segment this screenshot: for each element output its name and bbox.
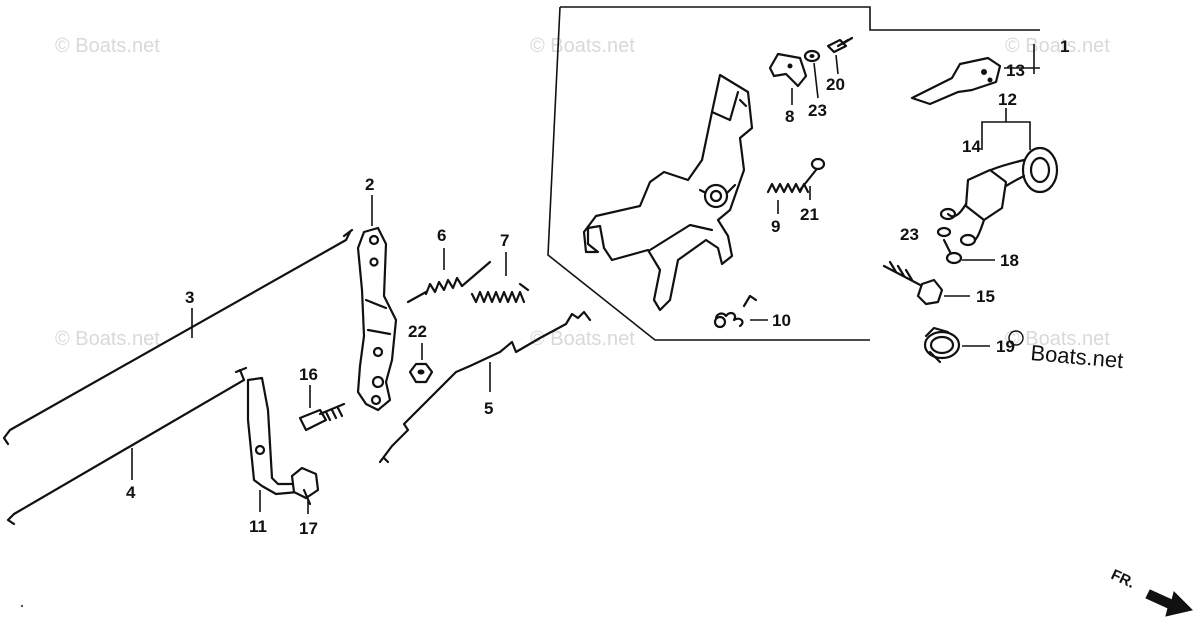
watermark-text: © Boats.net: [530, 328, 635, 350]
control-base-bracket: [582, 73, 754, 312]
callout-15: 15: [976, 287, 995, 306]
callout-8: 8: [785, 107, 794, 126]
part-2-governor-arm: [356, 226, 398, 412]
callout-11: 11: [249, 517, 267, 536]
part-3-rod: [2, 228, 354, 446]
watermark-text: © Boats.net: [1005, 328, 1110, 350]
part-8-plate: [768, 52, 808, 88]
callout-14: 14: [962, 137, 981, 156]
leader-line: [835, 54, 839, 75]
callout-18: 18: [1000, 251, 1019, 270]
callout-21: 21: [800, 205, 819, 224]
part-21-screw: [798, 157, 826, 192]
callout-3: 3: [185, 288, 194, 307]
callout-17: 17: [299, 519, 318, 538]
part-14-stop-switch: [939, 146, 1059, 247]
callout-9: 9: [771, 217, 780, 236]
part-19-clamp: [923, 326, 961, 364]
watermark-layer: © Boats.net © Boats.net © Boats.net © Bo…: [55, 35, 1110, 350]
leader-line: [813, 62, 819, 99]
assembly-outline: [547, 6, 1040, 341]
callout-13: 13: [1006, 61, 1025, 80]
part-5-rod: [378, 310, 592, 464]
watermark-text: © Boats.net: [55, 328, 160, 350]
callout-10: 10: [772, 311, 791, 330]
brand-text: Boats.net: [1030, 340, 1125, 373]
part-11-bracket: [246, 376, 300, 496]
part-20-bolt: [826, 36, 854, 54]
part-10-spring: [713, 294, 758, 329]
callout-6: 6: [437, 226, 446, 245]
callout-4: 4: [126, 483, 136, 502]
direction-label: FR.: [1108, 566, 1137, 592]
callout-2: 2: [365, 175, 374, 194]
part-23-washer-hole: [809, 54, 815, 58]
callout-5: 5: [484, 399, 493, 418]
part-13-plate: [910, 56, 1002, 106]
part-7-spring: [470, 282, 530, 304]
watermark-text: © Boats.net: [1005, 35, 1110, 57]
callout-16: 16: [299, 365, 318, 384]
leader-line: [1004, 44, 1040, 74]
scan-dot: [20, 604, 24, 608]
watermark-text: © Boats.net: [55, 35, 160, 57]
callout-22: 22: [408, 322, 427, 341]
callout-7: 7: [500, 231, 509, 250]
part-16-bolt: [298, 402, 346, 432]
arrow-right-icon: [1145, 589, 1193, 617]
part-4-rod: [6, 366, 248, 526]
callout-23: 23: [808, 101, 827, 120]
part-18-screw: [942, 238, 963, 265]
callout-19: 19: [996, 337, 1015, 356]
callout-23: 23: [900, 225, 919, 244]
callout-1: 1: [1060, 37, 1069, 56]
part-6-spring: [406, 260, 492, 304]
part-22-nut: [408, 362, 434, 384]
part-23-washer: [936, 226, 952, 238]
part-17-bolt: [290, 466, 320, 506]
callout-20: 20: [826, 75, 845, 94]
watermark-text: © Boats.net: [530, 35, 635, 57]
callout-12: 12: [998, 90, 1017, 109]
leader-line: [981, 108, 1031, 150]
part-15-bolt: [882, 260, 944, 306]
front-direction-indicator: FR.: [1108, 566, 1193, 617]
